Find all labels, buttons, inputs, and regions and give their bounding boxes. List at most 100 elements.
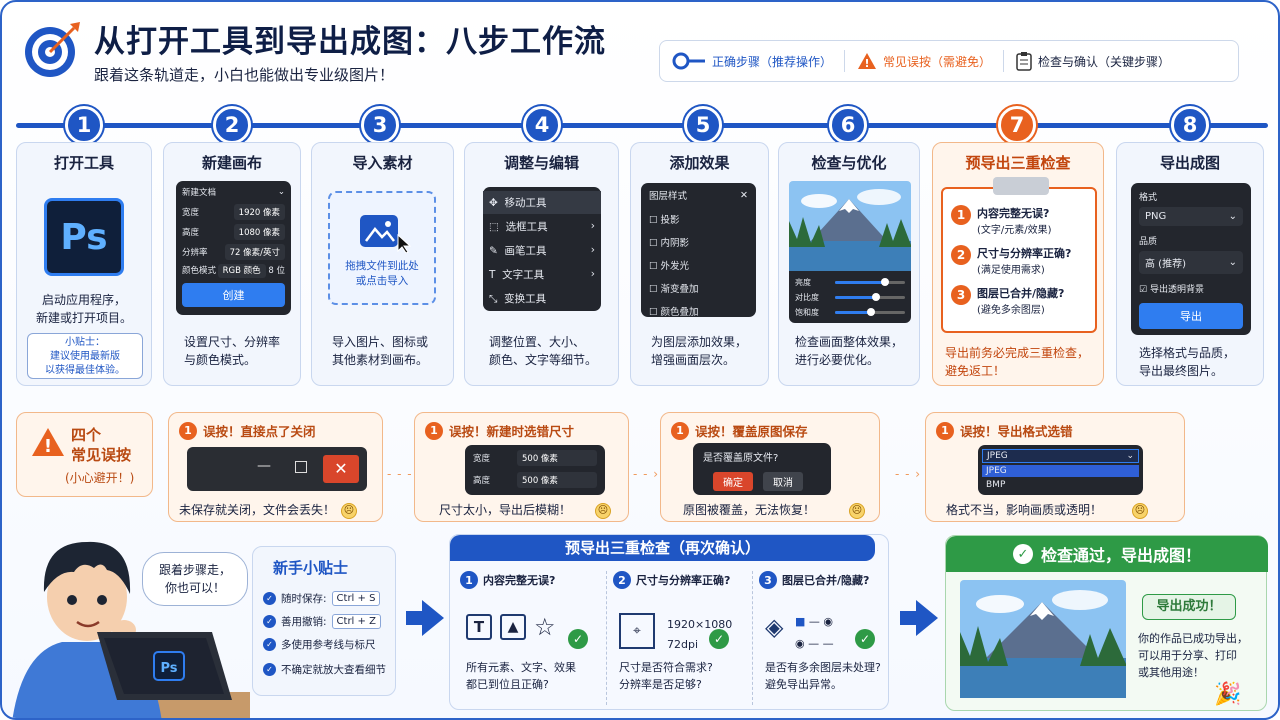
effect-color-overlay[interactable]: ☐ 颜色叠加 bbox=[649, 307, 699, 318]
step-desc: 调整位置、大小、 颜色、文字等细节。 bbox=[489, 335, 598, 367]
maximize-icon[interactable] bbox=[295, 461, 307, 473]
slider-thumb[interactable] bbox=[867, 308, 876, 316]
text-tool-icon: T bbox=[489, 268, 496, 281]
tool-brush[interactable]: ✎ 画笔工具› bbox=[489, 244, 595, 257]
svg-text:!: ! bbox=[865, 57, 870, 70]
warning-icon: ! bbox=[858, 53, 877, 70]
effect-drop-shadow[interactable]: ☐ 投影 bbox=[649, 215, 680, 226]
chevron-down-icon: ⌄ bbox=[277, 187, 285, 197]
check-number: 2 bbox=[613, 571, 631, 589]
effect-gradient-overlay[interactable]: ☐ 渐变叠加 bbox=[649, 284, 699, 295]
window-titlebar: — ✕ bbox=[187, 447, 367, 491]
create-button[interactable]: 创建 bbox=[182, 283, 285, 307]
sad-face-icon: ☹ bbox=[341, 502, 358, 519]
drop-zone-label: 拖拽文件到此处 或点击导入 bbox=[345, 260, 419, 287]
quality-select[interactable]: 高 (推荐)⌄ bbox=[1139, 251, 1243, 274]
format-dropdown: JPEG⌄ JPEG BMP bbox=[978, 445, 1143, 495]
chevron-down-icon: ⌄ bbox=[1126, 451, 1134, 461]
minimize-icon[interactable]: — bbox=[257, 458, 271, 474]
svg-text:!: ! bbox=[44, 436, 52, 457]
check-title: 内容完整无误? bbox=[977, 207, 1050, 220]
check-icon: ✓ bbox=[263, 663, 276, 676]
format-select[interactable]: PNG⌄ bbox=[1139, 207, 1243, 226]
success-title: 检查通过，导出成图！ bbox=[1040, 546, 1201, 565]
step-desc: 选择格式与品质， 导出最终图片。 bbox=[1139, 346, 1236, 378]
export-button[interactable]: 导出 bbox=[1139, 303, 1243, 329]
slider-fill bbox=[835, 296, 876, 299]
landscape-image bbox=[789, 181, 911, 271]
slider-fill bbox=[835, 311, 872, 314]
transparent-checkbox[interactable]: ☑ 导出透明背景 bbox=[1139, 285, 1204, 295]
exported-image bbox=[960, 580, 1126, 698]
color-mode-label: 颜色模式 bbox=[182, 266, 217, 276]
resolution-label: 分辨率 bbox=[182, 248, 208, 258]
step-title: 预导出三重检查 bbox=[965, 154, 1071, 172]
height-field[interactable]: 1080 像素 bbox=[233, 224, 285, 240]
step-title: 检查与优化 bbox=[811, 154, 887, 172]
adjustment-panel: 亮度 对比度 饱和度 bbox=[789, 271, 911, 323]
format-option-jpeg[interactable]: JPEG bbox=[982, 465, 1139, 477]
slider-thumb[interactable] bbox=[871, 293, 880, 301]
step-card-6: 检查与优化 亮度 对比度 饱和度 检查画面整体效果， 进行必要优化。 bbox=[778, 142, 920, 386]
tips-card: 新手小贴士 ✓随时保存:Ctrl + S ✓善用撤销:Ctrl + Z ✓多使用… bbox=[252, 546, 396, 696]
width-field[interactable]: 500 像素 bbox=[517, 450, 597, 466]
check-circle-icon: ✓ bbox=[1012, 544, 1033, 564]
check-circle-icon: ✓ bbox=[855, 629, 875, 649]
adjust-slider[interactable] bbox=[835, 308, 905, 316]
legend-mistake: ! 常见误按（需避免） bbox=[845, 52, 1003, 70]
check-number: 3 bbox=[759, 571, 777, 589]
brush-icon: ✎ bbox=[489, 244, 498, 257]
resolution-field[interactable]: 72 像素/英寸 bbox=[224, 244, 285, 260]
mistakes-title: 四个 常见误按 bbox=[71, 426, 132, 464]
step-title: 添加效果 bbox=[669, 154, 730, 172]
effect-outer-glow[interactable]: ☐ 外发光 bbox=[649, 261, 690, 272]
height-field[interactable]: 500 像素 bbox=[517, 472, 597, 488]
legend-mistake-label: 常见误按（需避免） bbox=[883, 54, 992, 69]
column-desc: 尺寸是否符合需求? 分辨率是否足够? bbox=[619, 661, 713, 691]
photoshop-icon[interactable]: Ps bbox=[44, 198, 124, 276]
close-icon[interactable]: ✕ bbox=[323, 455, 359, 483]
format-select[interactable]: JPEG⌄ bbox=[982, 449, 1139, 463]
eye-icon[interactable]: ◉ bbox=[795, 637, 805, 650]
adjust-slider[interactable] bbox=[835, 293, 905, 301]
tool-marquee[interactable]: ⬚ 选框工具› bbox=[489, 220, 595, 233]
sad-face-icon: ☹ bbox=[595, 502, 612, 519]
clipboard-clip bbox=[993, 177, 1049, 195]
canvas-size-icon: ⌖ bbox=[619, 613, 655, 649]
close-icon[interactable]: ✕ bbox=[740, 189, 748, 201]
adjust-slider-row: 饱和度 bbox=[795, 305, 905, 320]
file-drop-zone[interactable]: 拖拽文件到此处 或点击导入 bbox=[328, 191, 436, 305]
shortcut-key: Ctrl + S bbox=[331, 591, 381, 606]
clipboard-icon bbox=[1016, 52, 1032, 71]
chevron-right-icon: › bbox=[590, 244, 595, 256]
step-number-8: 8 bbox=[1171, 106, 1209, 144]
slider-thumb[interactable] bbox=[881, 278, 890, 286]
legend: 正确步骤（推荐操作） ! 常见误按（需避免） 检查与确认（关键步骤） bbox=[659, 40, 1239, 82]
mistake-title: 误按！导出格式选错 bbox=[960, 424, 1073, 439]
triple-check-panel: 预导出三重检查（再次确认） 1 内容完整无误? T ▲ ☆ ✓ 所有元素、文字、… bbox=[449, 534, 889, 710]
quality-label: 品质 bbox=[1139, 237, 1158, 247]
step-card-1: 打开工具 Ps 启动应用程序， 新建或打开项目。 小贴士： 建议使用最新版 以获… bbox=[16, 142, 152, 386]
mistake-desc: 未保存就关闭，文件会丢失！ bbox=[179, 503, 336, 517]
success-desc: 你的作品已成功导出， 可以用于分享、打印 或其他用途！ bbox=[1138, 632, 1248, 679]
flow-arrow-icon bbox=[406, 600, 444, 636]
color-mode-field[interactable]: RGB 颜色 8 位 bbox=[217, 264, 285, 278]
tool-transform[interactable]: ⤡ 变换工具 bbox=[489, 292, 547, 305]
confirm-button[interactable]: 确定 bbox=[713, 472, 753, 491]
tool-move[interactable]: ✥ 移动工具 bbox=[483, 191, 601, 214]
cancel-button[interactable]: 取消 bbox=[763, 472, 803, 491]
format-option-bmp[interactable]: BMP bbox=[986, 480, 1006, 490]
tool-text[interactable]: T 文字工具› bbox=[489, 268, 595, 281]
chevron-down-icon: ⌄ bbox=[1228, 211, 1237, 222]
panel-title: 新建文档 bbox=[182, 188, 217, 198]
check-title: 图层已合并/隐藏? bbox=[977, 287, 1065, 300]
width-field[interactable]: 1920 像素 bbox=[233, 204, 285, 220]
check-subtitle: (避免多余图层) bbox=[977, 305, 1045, 316]
adjust-slider[interactable] bbox=[835, 278, 905, 286]
check-title: 尺寸与分辨率正确? bbox=[977, 247, 1072, 260]
step-desc: 为图层添加效果， 增强画面层次。 bbox=[651, 335, 748, 367]
effect-inner-shadow[interactable]: ☐ 内阴影 bbox=[649, 238, 690, 249]
eye-icon[interactable]: ◉ bbox=[823, 615, 834, 628]
